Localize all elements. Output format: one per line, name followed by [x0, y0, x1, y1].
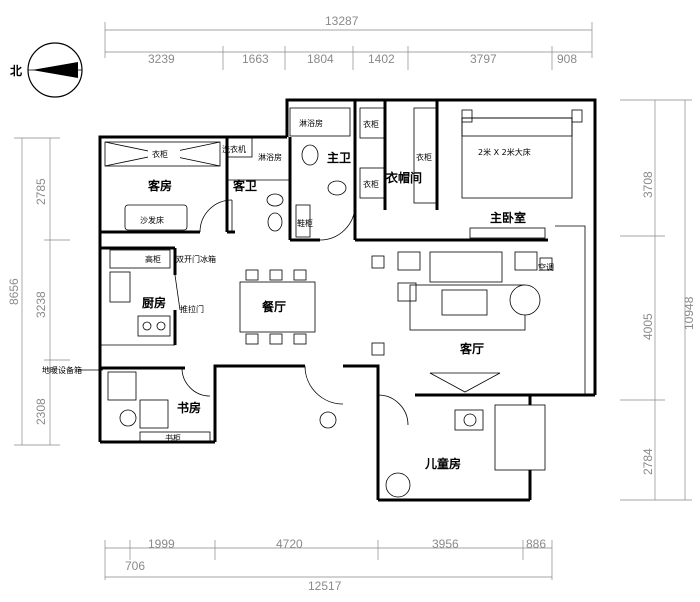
dim-left-seg-2: 3238: [34, 291, 48, 318]
sliding-door-label: 推拉门: [180, 304, 204, 314]
study: 地暖设备箱 书房 书柜: [42, 365, 211, 443]
desk: [139, 399, 169, 429]
cloakroom: 衣柜 衣柜 衣帽间 衣柜: [359, 107, 437, 204]
sofa-bed: [124, 204, 188, 231]
cloak-wardrobe-c: 衣柜: [416, 152, 432, 162]
dim-bottom-total: 12517: [308, 579, 342, 593]
dining: 餐厅: [239, 269, 316, 345]
room-kids: 儿童房: [424, 456, 461, 471]
right-dimensions: 3708 4005 2784 10948: [620, 99, 696, 501]
guest-wardrobe-label: 衣柜: [152, 149, 168, 159]
double-bed: [461, 117, 573, 199]
master-shower-label: 淋浴房: [299, 118, 323, 128]
dim-right-total: 10948: [682, 296, 696, 330]
guest-bath: 洗衣机 客卫 淋浴房 鞋柜: [222, 136, 313, 238]
bottom-dimensions: 1999 4720 3956 886 706 12517: [104, 537, 553, 593]
room-study: 书房: [177, 400, 201, 415]
dim-left-total: 8656: [7, 278, 21, 305]
sofa-bed-label: 沙发床: [140, 215, 164, 225]
tv-console: [429, 372, 501, 393]
dim-top-seg-5: 3797: [470, 52, 497, 66]
master-sink-icon: [327, 180, 347, 196]
kitchen: 高柜 双开门冰箱 厨房 推拉门: [109, 249, 216, 337]
doors: [174, 199, 409, 426]
tall-cabinet-label: 高柜: [145, 254, 161, 264]
dim-top-seg-6: 908: [557, 52, 577, 66]
dining-table: [239, 281, 316, 333]
bed-size-label: 2米 X 2米大床: [478, 147, 531, 157]
fridge-label: 双开门冰箱: [176, 254, 216, 264]
room-guest-bath: 客卫: [232, 178, 257, 193]
dim-top-seg-1: 3239: [148, 52, 175, 66]
room-guest: 客房: [147, 178, 172, 193]
room-kitchen: 厨房: [142, 295, 166, 310]
cloak-wardrobe-b: 衣柜: [363, 179, 379, 189]
plant-icon: [107, 371, 137, 401]
dim-left-seg-3: 2308: [34, 398, 48, 425]
left-dimensions: 8656 2785 3238 2308: [7, 137, 70, 446]
dim-bottom-seg-1: 1999: [148, 537, 175, 551]
living-room: 空调 客厅: [371, 251, 554, 393]
single-bed: [494, 404, 546, 471]
room-living: 客厅: [459, 341, 484, 356]
compass-label: 北: [10, 63, 22, 78]
room-master-bath: 主卫: [327, 150, 351, 165]
aircon-label: 空调: [538, 262, 554, 272]
dim-bottom-seg-4: 886: [526, 537, 546, 551]
cloak-wardrobe-a: 衣柜: [363, 119, 379, 129]
dim-bottom-offset: 706: [125, 559, 145, 573]
plant-icon: [385, 472, 411, 498]
dim-right-seg-3: 2784: [641, 448, 655, 475]
top-dimensions: 13287 3239 1663 1804 1402 3797 908: [104, 14, 593, 70]
dim-left-seg-1: 2785: [34, 178, 48, 205]
compass: 北: [10, 42, 83, 98]
sofa: [429, 251, 503, 283]
master-toilet-icon: [301, 144, 319, 166]
shoe-cabinet-label: 鞋柜: [297, 218, 313, 228]
kitchen-sink-icon: [109, 271, 131, 303]
dim-top-seg-3: 1804: [307, 52, 334, 66]
room-master-bedroom: 主卧室: [490, 210, 526, 225]
stove-icon: [137, 315, 171, 337]
kids-desk: [454, 409, 484, 431]
dim-bottom-seg-3: 3956: [432, 537, 459, 551]
washer-label: 洗衣机: [222, 144, 246, 154]
guest-room: 衣柜 客房 沙发床: [104, 141, 221, 231]
dim-top-seg-2: 1663: [242, 52, 269, 66]
armchair: [509, 284, 541, 316]
plant-icon: [319, 411, 337, 429]
dim-top-total: 13287: [325, 14, 359, 28]
dim-top-seg-4: 1402: [368, 52, 395, 66]
dim-bottom-seg-2: 4720: [276, 537, 303, 551]
walls: [98, 98, 597, 502]
sink-icon: [267, 212, 283, 232]
master-bath: 淋浴房 主卫: [289, 107, 351, 196]
room-dining: 餐厅: [262, 299, 286, 314]
study-chair: [119, 409, 137, 427]
toilet-icon: [266, 193, 284, 207]
bookcase-label: 书柜: [165, 433, 181, 443]
kids-room: 儿童房: [319, 404, 546, 498]
dim-right-seg-2: 4005: [641, 313, 655, 340]
master-bedroom: 2米 X 2米大床 主卧室: [461, 109, 583, 239]
shower-label: 淋浴房: [258, 152, 282, 162]
room-cloakroom: 衣帽间: [386, 170, 422, 185]
dim-right-seg-1: 3708: [641, 171, 655, 198]
heating-label: 地暖设备箱: [42, 365, 82, 375]
